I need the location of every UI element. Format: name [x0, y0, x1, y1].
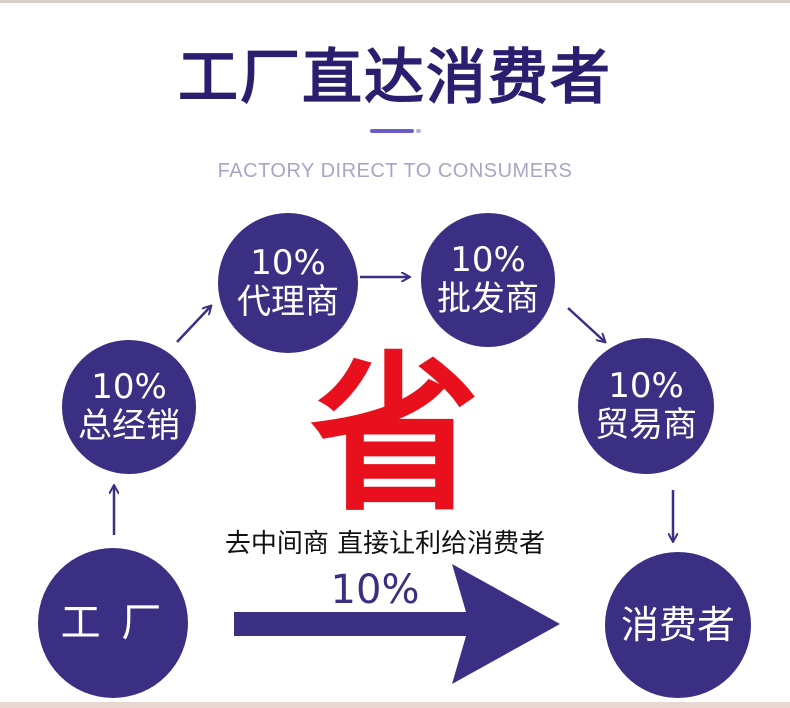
wholesaler-percent: 10% — [450, 240, 526, 280]
arrow-wholesaler-to-trader — [567, 307, 604, 341]
direct-arrow-percent: 10% — [330, 567, 420, 613]
savings-caption: 去中间商 直接让利给消费者 — [224, 529, 546, 559]
arrow-distributor-to-agent — [176, 307, 210, 343]
general-distributor-label: 总经销 — [78, 406, 180, 446]
wholesaler-label: 批发商 — [437, 279, 539, 319]
factory-label: 工 厂 — [60, 600, 166, 646]
bottom-border — [0, 702, 790, 708]
node-agent: 10% 代理商 — [218, 213, 358, 353]
big-direct-arrow — [234, 564, 560, 684]
agent-label: 代理商 — [237, 282, 339, 322]
trader-label: 贸易商 — [595, 405, 697, 445]
page-title: 工厂直达消费者 — [178, 43, 612, 113]
general-distributor-percent: 10% — [91, 367, 167, 407]
title-underline — [370, 129, 414, 133]
node-wholesaler: 10% 批发商 — [421, 213, 555, 347]
node-consumer: 消费者 — [605, 552, 751, 698]
title-underline-dot — [416, 129, 421, 133]
node-general-distributor: 10% 总经销 — [62, 340, 196, 474]
node-factory: 工 厂 — [38, 548, 188, 698]
top-border — [0, 0, 790, 3]
node-trader: 10% 贸易商 — [578, 338, 714, 474]
trader-percent: 10% — [608, 366, 684, 406]
page-subtitle: FACTORY DIRECT TO CONSUMERS — [217, 160, 573, 182]
save-character: 省 — [309, 335, 480, 535]
agent-percent: 10% — [250, 243, 326, 283]
consumer-label: 消费者 — [620, 603, 735, 647]
